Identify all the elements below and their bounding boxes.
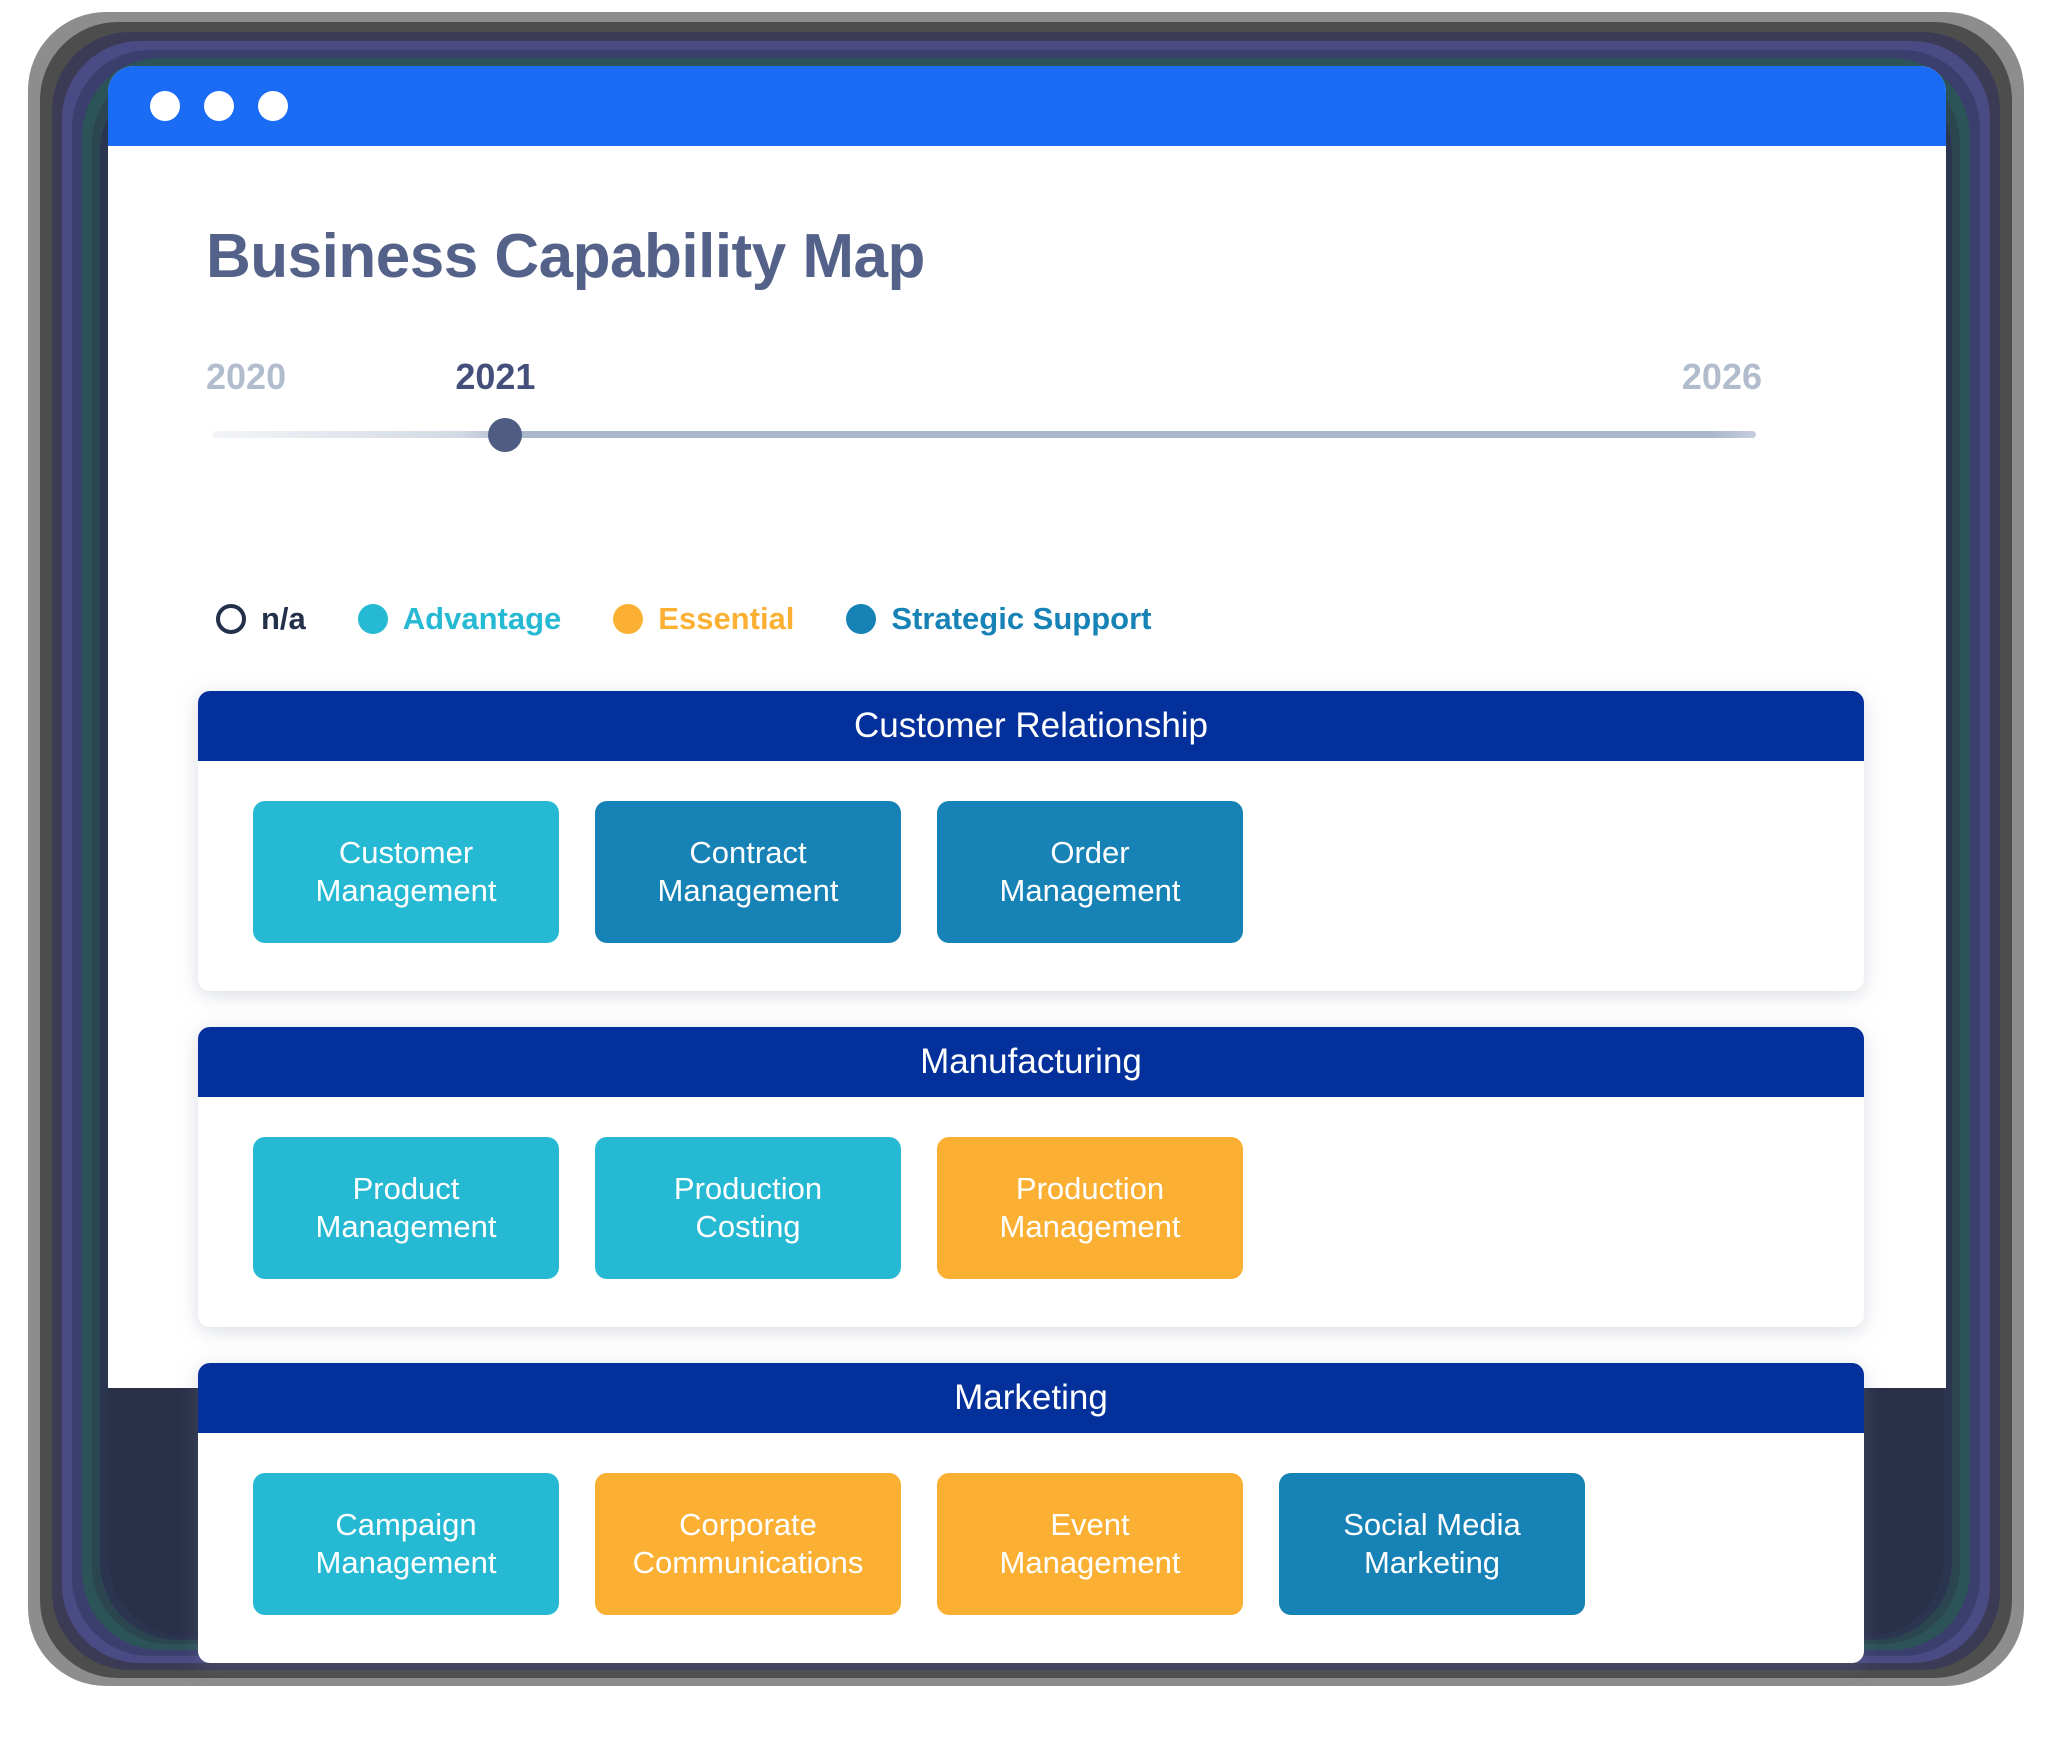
section-title: Marketing — [954, 1378, 1108, 1417]
section-header-customer-relationship[interactable]: Customer Relationship — [198, 691, 1864, 761]
capability-label-line2: Management — [315, 1209, 497, 1244]
legend-item-advantage[interactable]: Advantage — [357, 601, 562, 637]
legend-item-essential[interactable]: Essential — [613, 601, 794, 637]
circle-filled-icon — [613, 604, 644, 634]
section-header-marketing[interactable]: Marketing — [198, 1363, 1864, 1433]
capability-label-line2: Communications — [632, 1545, 864, 1580]
browser-content: Business Capability Map 2020 2021 2026 n… — [108, 146, 1946, 1663]
capability-label-line2: Management — [657, 873, 839, 908]
capability-label-line1: Corporate — [679, 1507, 817, 1543]
traffic-light-minimize-icon[interactable] — [204, 91, 234, 121]
capability-label-line1: Campaign — [335, 1507, 477, 1543]
timeline-thumb-handle[interactable] — [488, 418, 523, 452]
circle-filled-icon — [846, 604, 877, 634]
legend-label: Advantage — [402, 601, 562, 636]
legend-item-n-a[interactable]: n/a — [216, 601, 306, 637]
capability-label-line2: Costing — [695, 1209, 801, 1244]
page-title: Business Capability Map — [206, 222, 925, 291]
capability-label-line1: Product — [352, 1171, 460, 1207]
legend-label: Strategic Support — [891, 601, 1152, 636]
timeline-track[interactable] — [212, 431, 1756, 438]
capability-label-line1: Event — [1050, 1507, 1130, 1543]
section-header-manufacturing[interactable]: Manufacturing — [198, 1027, 1864, 1097]
capability-label-line2: Management — [315, 1545, 497, 1580]
capability-label-line1: Social Media — [1343, 1507, 1521, 1543]
capability-label-line2: Marketing — [1363, 1545, 1501, 1580]
browser-window: Business Capability Map 2020 2021 2026 n… — [108, 66, 1946, 1663]
rating-legend: n/a Advantage Essential Strategic Support — [216, 601, 1204, 637]
timeline-start-year: 2020 — [206, 356, 287, 397]
capability-label-line1: Production — [1015, 1171, 1165, 1207]
section-title: Customer Relationship — [853, 706, 1209, 745]
capability-label-line1: Contract — [689, 835, 807, 871]
traffic-light-maximize-icon[interactable] — [258, 91, 288, 121]
timeline-end-year: 2026 — [1681, 356, 1762, 397]
capability-label-line1: Production — [673, 1171, 823, 1207]
circle-outline-icon — [216, 604, 246, 634]
traffic-light-close-icon[interactable] — [150, 91, 180, 121]
capability-label-line2: Management — [999, 873, 1181, 908]
legend-item-strategic-support[interactable]: Strategic Support — [846, 601, 1152, 637]
legend-label: n/a — [261, 601, 306, 636]
capability-label-line2: Management — [315, 873, 497, 908]
browser-titlebar — [108, 66, 1946, 146]
timeline-slider[interactable]: 2020 2021 2026 — [206, 356, 1762, 466]
capability-label-line1: Customer — [338, 835, 474, 871]
legend-label: Essential — [658, 601, 795, 636]
capability-label-line2: Management — [999, 1209, 1181, 1244]
capability-label-line2: Management — [999, 1545, 1181, 1580]
timeline-current-year: 2021 — [455, 356, 536, 397]
circle-filled-icon — [357, 604, 388, 634]
capability-label-line1: Order — [1050, 835, 1130, 871]
section-title: Manufacturing — [920, 1042, 1142, 1081]
